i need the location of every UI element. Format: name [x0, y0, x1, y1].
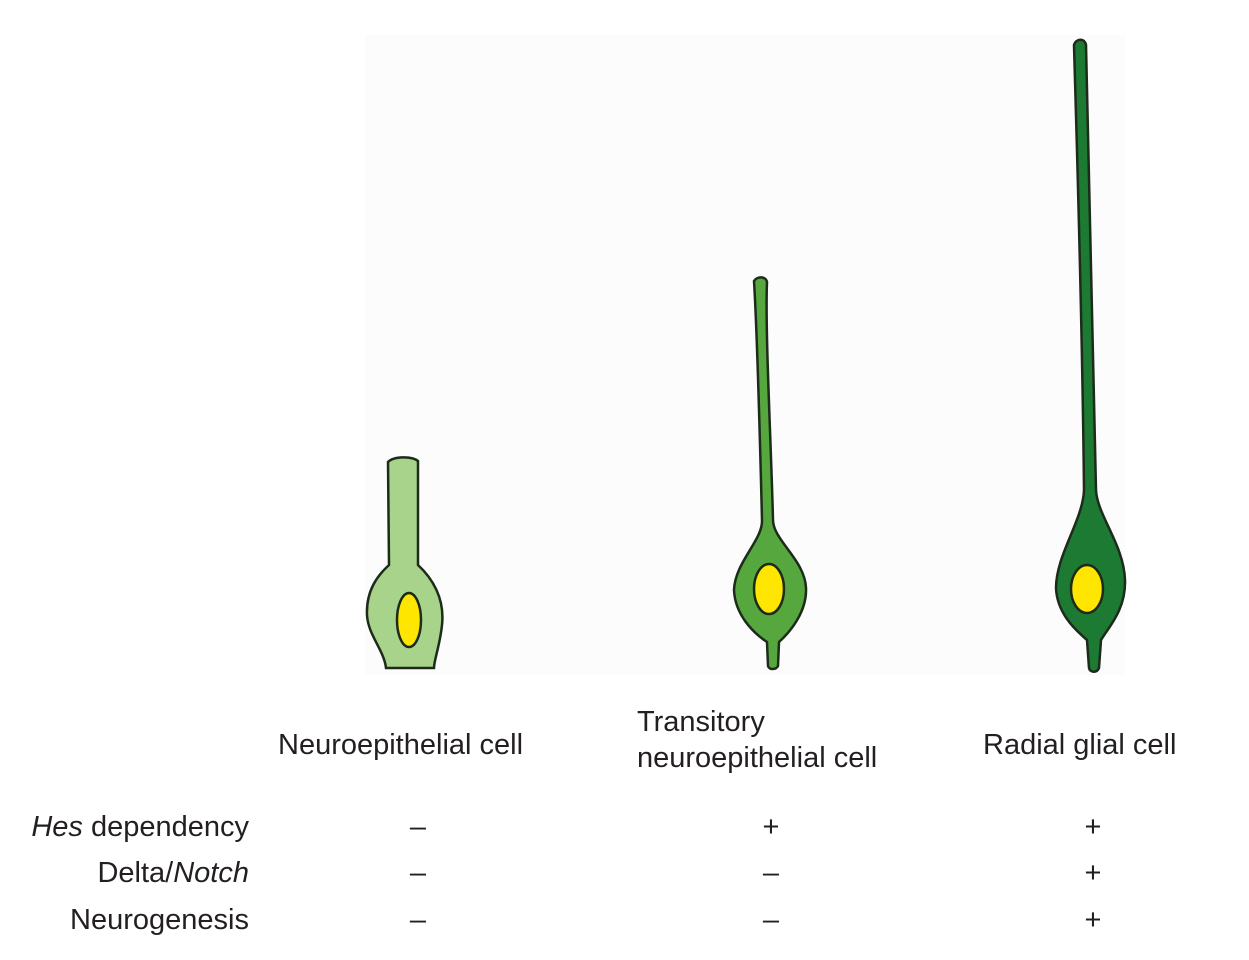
cell-name-transitory: Transitory neuroepithelial cell [637, 704, 877, 776]
row-label-italic: Hes [31, 811, 83, 843]
mark-hes-neuroepithelial: – [409, 811, 427, 843]
radial-glial-cell-body [1054, 38, 1127, 673]
neuroepithelial-cell-nucleus [395, 591, 423, 649]
mark-notch-transitory: – [762, 857, 780, 889]
mark-notch-radial-glial: + [1084, 857, 1102, 889]
mark-neurogenesis-neuroepithelial: – [409, 904, 427, 936]
row-label-text: dependency [82, 811, 249, 843]
cell-name-line: Transitory [637, 706, 765, 738]
cell-name-radial-glial: Radial glial cell [983, 727, 1176, 763]
row-label-text: Neurogenesis [70, 904, 249, 936]
cell-name-neuroepithelial: Neuroepithelial cell [278, 727, 523, 763]
radial-glial-cell-illustration [1054, 38, 1127, 673]
neuroepithelial-cell-body [365, 456, 444, 670]
transitory-cell-nucleus [752, 562, 786, 616]
mark-neurogenesis-radial-glial: + [1084, 904, 1102, 936]
row-label-italic: Notch [173, 857, 249, 889]
row-label-hes-dependency: Hes dependency [31, 809, 249, 845]
row-label-text: Delta/ [97, 857, 174, 889]
mark-hes-transitory: + [762, 811, 780, 843]
row-label-neurogenesis: Neurogenesis [70, 902, 249, 938]
radial-glial-cell-nucleus [1069, 563, 1105, 615]
row-label-delta-notch: Delta/Notch [97, 855, 249, 891]
cell-name-line: Neuroepithelial cell [278, 729, 524, 761]
neuroepithelial-cell-illustration [365, 456, 444, 670]
cell-name-line: Radial glial cell [983, 729, 1177, 761]
mark-neurogenesis-transitory: – [762, 904, 780, 936]
transitory-cell-illustration [732, 276, 808, 671]
cell-name-line: neuroepithelial cell [637, 742, 878, 774]
mark-hes-radial-glial: + [1084, 811, 1102, 843]
mark-notch-neuroepithelial: – [409, 857, 427, 889]
transitory-cell-body [732, 276, 808, 671]
